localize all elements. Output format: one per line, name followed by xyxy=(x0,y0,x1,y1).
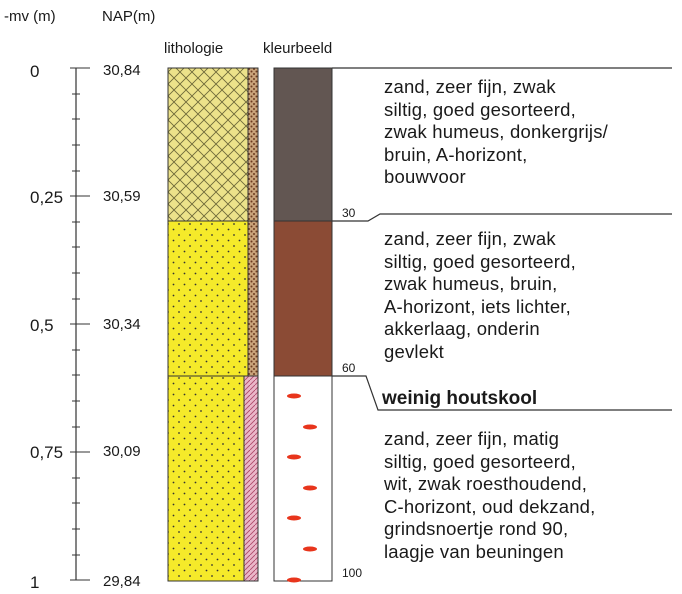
description-line: siltig, goed gesorteerd, xyxy=(384,450,576,472)
description-line: zwak humeus, bruin, xyxy=(384,273,558,295)
humus-strip-1 xyxy=(247,67,259,222)
boundary-30 xyxy=(332,213,672,222)
description-line: siltig, goed gesorteerd, xyxy=(384,250,576,272)
depth-tick-label: 1 xyxy=(30,573,40,592)
boundary-label-30: 30 xyxy=(342,206,356,220)
boundary-label-60: 60 xyxy=(342,361,356,375)
colour-layer-1 xyxy=(273,67,333,222)
highlight-note: weinig houtskool xyxy=(382,388,538,409)
description-line: zand, zeer fijn, matig xyxy=(384,428,560,449)
header-lithologie: lithologie xyxy=(164,40,224,57)
description-line: grindsnoertje rond 90, xyxy=(384,518,569,540)
depth-tick-label: 0,5 xyxy=(30,316,54,335)
description-line: A-horizont, iets lichter, xyxy=(384,295,571,317)
nap-tick-label: 30,84 xyxy=(103,62,141,79)
nap-tick-label: 30,59 xyxy=(103,188,141,205)
description-line: gevlekt xyxy=(384,340,445,362)
colour-layer-2 xyxy=(273,220,333,377)
lithology-layer-3 xyxy=(167,375,245,582)
header-kleurbeeld: kleurbeeld xyxy=(263,40,333,57)
humus-strip-2 xyxy=(247,220,259,377)
rust-strip xyxy=(243,375,259,582)
layer-1-description: zand, zeer fijn, zwak siltig, goed gesor… xyxy=(384,76,608,189)
description-line: bouwvoor xyxy=(384,166,466,188)
red-mottles xyxy=(287,393,317,583)
description-line: bruin, A-horizont, xyxy=(384,143,528,165)
nap-tick-label: 30,34 xyxy=(103,316,141,333)
header-nap: NAP(m) xyxy=(102,8,156,25)
nap-tick-label: 30,09 xyxy=(103,443,141,460)
description-line: siltig, goed gesorteerd, xyxy=(384,98,576,120)
depth-tick-label: 0 xyxy=(30,62,40,81)
description-line: zand, zeer fijn, zwak xyxy=(384,76,556,97)
description-line: zand, zeer fijn, zwak xyxy=(384,228,556,249)
nap-tick-label: 29,84 xyxy=(103,573,141,590)
description-line: akkerlaag, onderin xyxy=(384,318,540,340)
depth-axis-ticks xyxy=(70,67,90,581)
description-line: laagje van beuningen xyxy=(384,540,564,562)
description-line: C-horizont, oud dekzand, xyxy=(384,495,596,517)
description-line: zwak humeus, donkergrijs/ xyxy=(384,121,609,143)
colour-layer-3 xyxy=(273,375,333,582)
boundary-60 xyxy=(332,375,672,411)
depth-tick-label: 0,25 xyxy=(30,188,64,207)
layer-3-description: zand, zeer fijn, matig siltig, goed geso… xyxy=(384,428,596,564)
lithology-layer-2 xyxy=(167,220,249,377)
depth-tick-label: 0,75 xyxy=(30,443,64,462)
description-line: wit, zwak roesthoudend, xyxy=(384,473,588,495)
lithology-layer-1 xyxy=(167,67,249,222)
boundary-label-100: 100 xyxy=(342,566,363,580)
layer-2-description: zand, zeer fijn, zwak siltig, goed gesor… xyxy=(384,228,576,364)
header-mv: -mv (m) xyxy=(4,8,56,25)
